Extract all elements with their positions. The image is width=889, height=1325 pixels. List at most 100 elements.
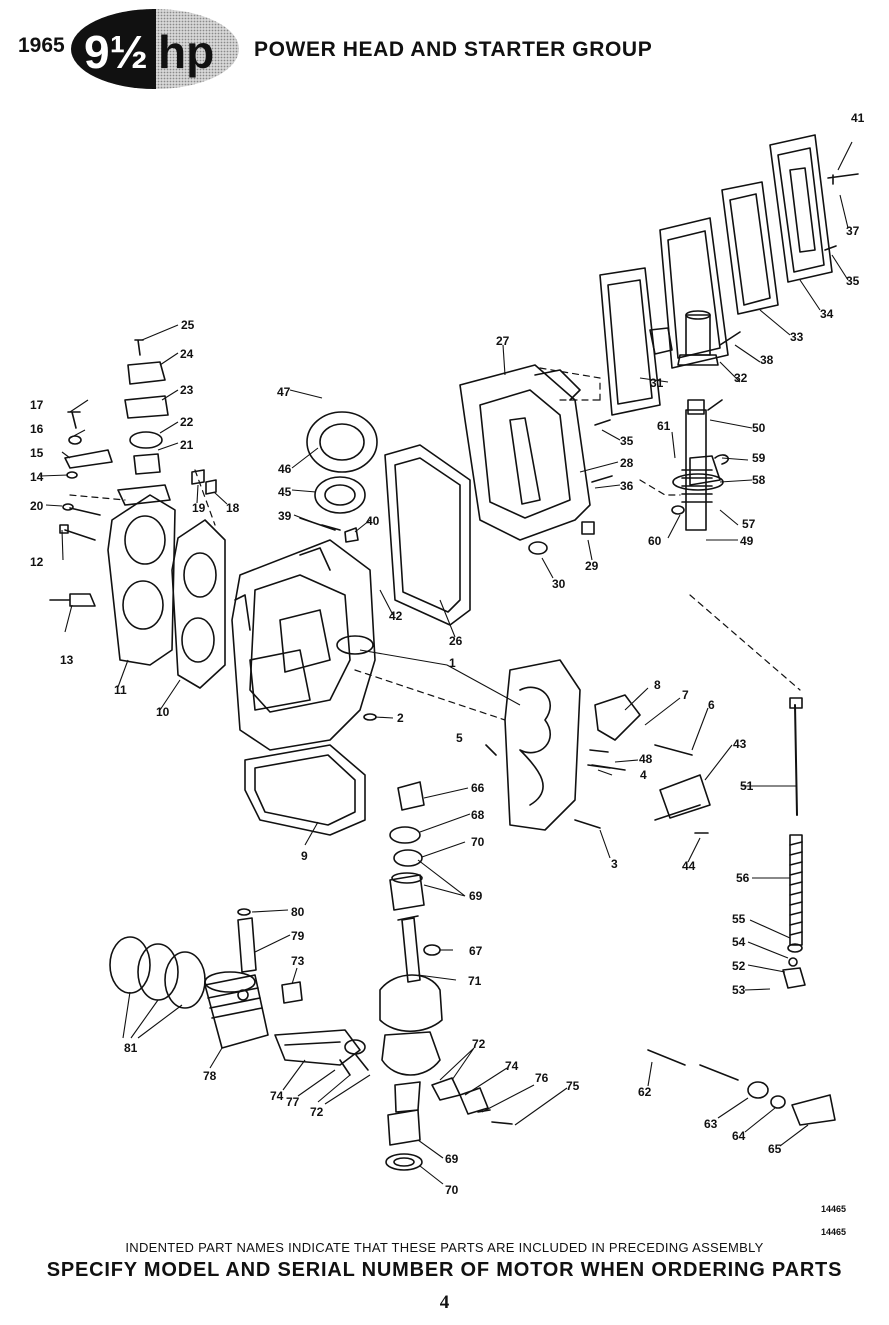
cylinder-head [107,484,176,666]
callout: 3 [611,857,618,871]
starter-shaft [681,399,713,531]
callout: 35 [846,274,860,288]
callout: 74 [505,1059,519,1073]
exhaust-inner-plate [649,217,729,369]
callout: 78 [203,1069,217,1083]
callout: 63 [704,1117,718,1131]
starter-pinion [677,310,719,366]
callout: 71 [468,974,482,988]
callout: 39 [278,509,292,523]
logo-unit: hp [158,26,214,78]
crankcase-cover [459,364,591,541]
callout: 68 [471,808,485,822]
figure-code: 14465 [821,1204,847,1214]
callout: 62 [638,1085,652,1099]
callout: 58 [752,473,766,487]
model-year: 1965 [18,34,65,57]
callout: 13 [60,653,74,667]
callout: 43 [733,737,747,751]
callout: 77 [286,1095,300,1109]
callout: 51 [740,779,754,793]
callout: 24 [180,347,194,361]
callout: 37 [846,224,860,238]
callout: 8 [654,678,661,692]
callout: 12 [30,555,44,569]
callout: 72 [472,1037,486,1051]
callout: 44 [682,859,696,873]
indent-note: INDENTED PART NAMES INDICATE THAT THESE … [125,1240,764,1255]
callout: 79 [291,929,305,943]
callout: 7 [682,688,689,702]
callout: 49 [740,534,754,548]
callout: 14 [30,470,44,484]
callout: 52 [732,959,746,973]
callout: 38 [760,353,774,367]
callout: 15 [30,446,44,460]
callout: 28 [620,456,634,470]
callout: 56 [736,871,750,885]
callout: 5 [456,731,463,745]
callout: 35 [620,434,634,448]
page-title: POWER HEAD AND STARTER GROUP [254,38,653,61]
exhaust-cover-gasket [599,267,661,416]
callout: 41 [851,111,865,125]
callout: 74 [270,1089,284,1103]
callout: 18 [226,501,240,515]
callout: 64 [732,1129,746,1143]
callout: 31 [650,376,664,390]
callout: 10 [156,705,170,719]
callout: 70 [471,835,485,849]
callout: 2 [397,711,404,725]
callout: 4 [640,768,647,782]
callout: 27 [496,334,510,348]
hp-logo: 9½ hp [70,8,240,90]
callout: 59 [752,451,766,465]
starter-bracket [689,455,721,486]
callout: 55 [732,912,746,926]
callout: 33 [790,330,804,344]
callout: 65 [768,1142,782,1156]
callout: 9 [301,849,308,863]
callout: 6 [708,698,715,712]
callout: 61 [657,419,671,433]
callout: 11 [114,683,127,697]
callout: 81 [124,1041,138,1055]
callout: 50 [752,421,766,435]
callout: 30 [552,577,566,591]
callout: 22 [180,415,194,429]
callout: 47 [277,385,291,399]
callout: 21 [180,438,194,452]
callout: 80 [291,905,305,919]
callout-labels: 1 2 3 4 5 6 7 8 9 10 11 12 13 14 15 16 1… [30,111,865,1197]
callout: 70 [445,1183,459,1197]
page-header: 1965 9½ hp POWER HEAD AND STARTER GROUP [0,0,889,100]
callout: 36 [620,479,634,493]
callout: 54 [732,935,746,949]
callout: 66 [471,781,485,795]
cylinder-block [231,539,376,751]
callout: 73 [291,954,305,968]
callout: 1 [449,656,456,670]
callout: 46 [278,462,292,476]
page-number: 4 [439,1292,450,1313]
figure-code: 14465 [821,1227,847,1237]
exploded-parts-diagram: 1 2 3 4 5 6 7 8 9 10 11 12 13 14 15 16 1… [0,100,889,1220]
callout: 23 [180,383,194,397]
callout: 67 [469,944,483,958]
callout: 48 [639,752,653,766]
callout: 72 [310,1105,324,1119]
callout: 57 [742,517,756,531]
callout: 34 [820,307,834,321]
callout: 60 [648,534,662,548]
exhaust-gasket [721,181,779,315]
callout: 26 [449,634,463,648]
callout: 25 [181,318,195,332]
callout: 40 [366,514,380,528]
callout: 42 [389,609,403,623]
head-gasket [171,519,226,689]
callout: 69 [469,889,483,903]
callout: 20 [30,499,44,513]
callout: 16 [30,422,44,436]
callout: 69 [445,1152,459,1166]
callout: 32 [734,371,748,385]
